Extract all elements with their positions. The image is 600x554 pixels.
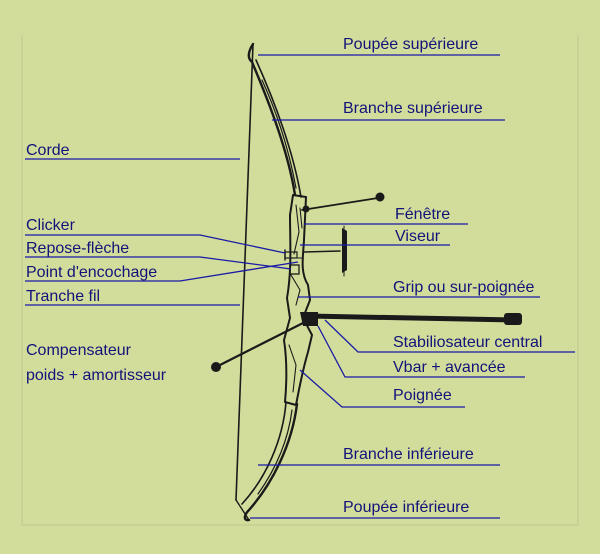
leader-stabilisateur [324, 319, 575, 353]
label-stabilisateur: Stabiliosateur central [393, 334, 542, 351]
central-stabilizer [305, 313, 516, 323]
upper-rod [301, 197, 379, 211]
upper-limb [247, 42, 297, 197]
lower-limb [243, 402, 299, 522]
bow-string [235, 43, 254, 501]
sight-bar [303, 250, 341, 253]
labels: Poupée supérieure Branche supérieure Cor… [26, 36, 542, 516]
label-grip: Grip ou sur-poignée [393, 279, 535, 296]
label-fenetre: Fénêtre [395, 206, 450, 223]
label-branche-superieure: Branche supérieure [343, 100, 483, 117]
upper-rod-mount [302, 205, 310, 213]
label-poignee: Poignée [393, 387, 452, 404]
leader-clicker [25, 234, 286, 254]
label-poupee-superieure: Poupée supérieure [343, 36, 478, 53]
label-compensateur-line1: Compensateur [26, 342, 132, 359]
central-stabilizer-weight [504, 313, 522, 325]
leader-vbar [317, 325, 525, 378]
leader-poignee [299, 369, 465, 408]
riser-detail [288, 204, 303, 393]
leader-repose-fleche [25, 256, 292, 270]
upper-rod-end [375, 192, 385, 202]
lower-limb-face [257, 409, 293, 495]
label-branche-inferieure: Branche inférieure [343, 446, 474, 463]
upper-limb-face [261, 79, 297, 189]
side-rod-weight [211, 362, 221, 372]
label-clicker: Clicker [26, 217, 76, 234]
bow-string-lower-end [235, 499, 250, 521]
clicker-body [284, 251, 298, 259]
label-tranche-fil: Tranche fil [26, 288, 100, 305]
label-viseur: Viseur [395, 228, 441, 245]
leader-point-encochage [25, 261, 299, 282]
bow-drawing [211, 42, 522, 522]
label-repose-fleche: Repose-flèche [26, 240, 129, 257]
lower-limb-inner [241, 401, 287, 505]
upper-limb-inner [255, 59, 302, 198]
arrow-rest [289, 264, 300, 275]
label-poupee-inferieure: Poupée inférieure [343, 499, 469, 516]
side-rod [216, 320, 307, 368]
label-point-encochage: Point d'encochage [26, 264, 157, 281]
leader-lines [25, 54, 575, 519]
label-compensateur-line2: poids + amortisseur [26, 367, 167, 384]
label-corde: Corde [26, 142, 70, 159]
label-vbar: Vbar + avancée [393, 359, 506, 376]
